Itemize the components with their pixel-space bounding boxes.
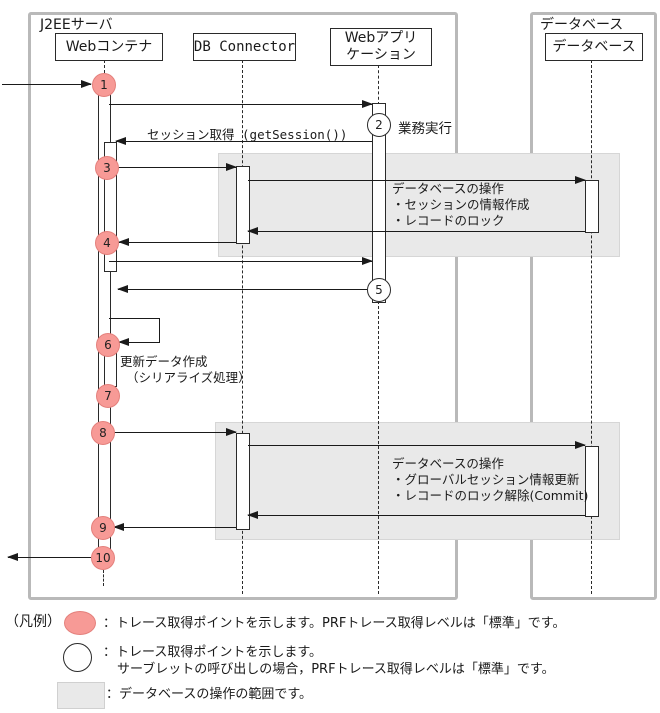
message-database-return-arrow-1: [247, 227, 585, 235]
get-session-label: セッション取得 (getSession()): [147, 127, 348, 142]
message-8-to-db-connector-arrow: [114, 428, 237, 436]
db-operation-2-text: データベースの操作 ・グローバルセッション情報更新 ・レコードのロック解除(Co…: [392, 456, 588, 504]
message-5-return-arrow: [117, 285, 367, 293]
db-operation-1-title: データベースの操作: [392, 181, 504, 196]
participant-db-connector: DB Connector: [193, 33, 296, 61]
trace-point-6: 6: [96, 333, 120, 357]
trace-point-4-number: 4: [103, 236, 111, 250]
web-container-lifeline-bottom: [103, 570, 104, 586]
trace-point-4: 4: [95, 231, 119, 255]
participant-web-app-label-line1: Webアプリ: [344, 30, 418, 46]
trace-point-2-number: 2: [375, 118, 383, 132]
message-db-connector-to-database-arrow-1: [248, 176, 586, 184]
trace-point-8-number: 8: [99, 426, 107, 440]
trace-point-7: 7: [96, 384, 120, 408]
message-to-web-app-arrow-2: [109, 257, 373, 265]
message-get-session-return-arrow: [115, 137, 372, 145]
database-lifeline: [591, 60, 592, 594]
participant-web-container: Webコンテナ: [55, 33, 163, 61]
j2ee-server-frame-label: J2EEサーバ: [40, 17, 113, 33]
db-connector-lifeline: [242, 60, 243, 594]
db-operation-2-item2: ・レコードのロック解除(Commit): [392, 488, 589, 503]
legend-row2-text-line1: ：トレース取得ポイントを示します。: [103, 645, 323, 660]
db-operation-2-title: データベースの操作: [392, 456, 504, 471]
message-10-response-out-arrow: [7, 553, 91, 561]
trace-point-10-number: 10: [95, 551, 111, 565]
legend-row3-text: ：データベースの操作の範囲です。: [106, 687, 313, 702]
legend-pink-trace-point-icon: [64, 611, 96, 635]
trace-point-1-number: 1: [100, 78, 108, 92]
business-exec-label: 業務実行: [398, 121, 452, 137]
trace-point-9: 9: [91, 516, 115, 540]
db-operation-2-item1: ・グローバルセッション情報更新: [392, 472, 580, 487]
db-connector-activation-1: [236, 166, 250, 244]
message-database-return-arrow-2: [247, 511, 585, 519]
legend-operation-range-icon: [57, 682, 105, 709]
web-app-lifeline-bottom: [378, 301, 379, 594]
participant-db-connector-label: DB Connector: [193, 38, 296, 55]
message-1-request-in-arrow: [2, 80, 92, 88]
web-app-lifeline-top: [378, 65, 379, 105]
database-activation-2: [585, 446, 599, 517]
db-operation-range-2: [215, 422, 620, 540]
trace-point-5: 5: [367, 278, 391, 302]
trace-point-7-number: 7: [104, 389, 112, 403]
trace-point-8: 8: [91, 421, 115, 445]
database-frame: [530, 12, 657, 600]
db-connector-activation-2: [236, 433, 250, 530]
participant-web-app-label-line2: ケーション: [346, 47, 416, 63]
participant-database-label: データベース: [552, 38, 636, 55]
trace-point-2: 2: [367, 113, 391, 137]
participant-web-container-label: Webコンテナ: [65, 38, 153, 55]
trace-point-10: 10: [91, 546, 115, 570]
web-app-activation: [372, 103, 386, 303]
legend-row1-text: ：トレース取得ポイントを示します。PRFトレース取得レベルは「標準」です。: [103, 616, 566, 631]
participant-database: データベース: [545, 33, 643, 61]
update-data-label-line2: （シリアライズ処理）: [126, 370, 251, 385]
db-operation-1-item2: ・レコードのロック: [392, 213, 505, 228]
participant-web-app: Webアプリ ケーション: [330, 28, 432, 66]
trace-point-6-number: 6: [104, 338, 112, 352]
message-4-return-arrow: [118, 238, 236, 246]
database-frame-label: データベース: [540, 17, 624, 33]
trace-point-1: 1: [92, 73, 116, 97]
legend-row2-text-line2: サーブレットの呼び出しの場合，PRFトレース取得レベルは「標準」です。: [117, 662, 555, 677]
trace-point-9-number: 9: [99, 521, 107, 535]
trace-point-5-number: 5: [375, 283, 383, 297]
update-data-label-line1: 更新データ作成: [120, 354, 208, 369]
j2ee-server-frame: [28, 12, 458, 600]
web-container-lifeline: [104, 60, 105, 78]
legend-white-trace-point-icon: [63, 643, 92, 672]
legend-caption: （凡例）: [5, 614, 61, 630]
self-message-return-segment: [118, 338, 160, 346]
self-message-vertical-segment: [159, 318, 160, 343]
message-db-connector-to-database-arrow-2: [248, 441, 586, 449]
db-operation-1-item1: ・セッションの情報作成: [392, 197, 530, 212]
trace-point-3-number: 3: [103, 161, 111, 175]
self-message-top-segment: [109, 318, 160, 319]
database-activation-1: [585, 180, 599, 233]
message-9-return-arrow: [113, 523, 236, 531]
message-call-web-app-arrow: [109, 100, 373, 108]
db-operation-range-1: [218, 153, 620, 257]
db-operation-1-text: データベースの操作 ・セッションの情報作成 ・レコードのロック: [392, 181, 530, 229]
trace-point-3: 3: [95, 156, 119, 180]
message-3-to-db-connector-arrow: [118, 163, 237, 171]
